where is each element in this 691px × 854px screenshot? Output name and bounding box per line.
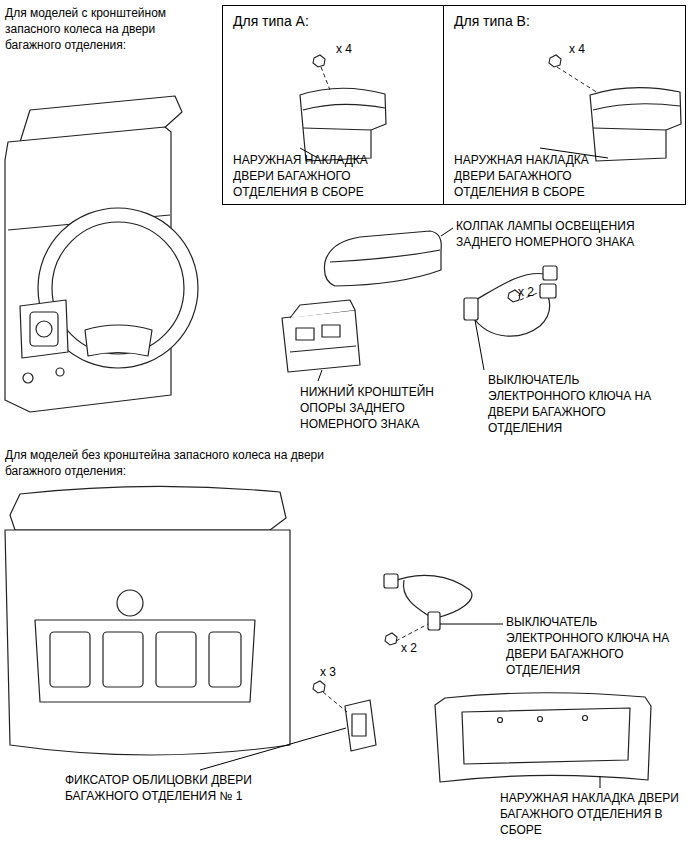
part-name: ФИКСАТОР ОБЛИЦОВКИ ДВЕРИ БАГАЖНОГО ОТДЕЛ… [65, 772, 305, 804]
lamp-cap [324, 231, 441, 286]
wire-harness [472, 296, 550, 336]
quantity: x 2 [518, 284, 558, 300]
quantity: x 2 [401, 640, 441, 656]
part-name: ВЫКЛЮЧАТЕЛЬ ЭЛЕКТРОННОГО КЛЮЧА НА ДВЕРИ … [488, 372, 663, 436]
part-name: КОЛПАК ЛАМПЫ ОСВЕЩЕНИЯ ЗАДНЕГО НОМЕРНОГО… [456, 218, 684, 250]
type-heading: Для типа B: [454, 12, 654, 31]
outer-garnish [435, 693, 651, 782]
part-name: НАРУЖНАЯ НАКЛАДКА ДВЕРИ БАГАЖНОГО ОТДЕЛЕ… [454, 152, 624, 200]
part-name: НАРУЖНАЯ НАКЛАДКА ДВЕРИ БАГАЖНОГО ОТДЕЛЕ… [233, 152, 403, 200]
part-name: НИЖНИЙ КРОНШТЕЙН ОПОРЫ ЗАДНЕГО НОМЕРНОГО… [300, 384, 460, 432]
part-name: ВЫКЛЮЧАТЕЛЬ ЭЛЕКТРОННОГО КЛЮЧА НА ДВЕРИ … [506, 614, 684, 678]
garnish-a [300, 88, 386, 161]
section-heading: Для моделей с кронштейном запасного коле… [5, 5, 210, 53]
trim-fastener [345, 700, 376, 751]
type-panel: Для типа B: x 4 НАРУЖНАЯ НАКЛАДКА ДВЕРИ БА… [443, 5, 686, 205]
part-name: НАРУЖНАЯ НАКЛАДКА ДВЕРИ БАГАЖНОГО ОТДЕЛЕ… [500, 790, 684, 838]
garnish-b [590, 88, 681, 161]
lower-bracket [282, 310, 360, 372]
section-heading: Для моделей без кронштейна запасного кол… [5, 447, 335, 479]
type-panel: Для типа A: x 4 НАРУЖНАЯ НАКЛАДКА ДВЕРИ БА… [222, 5, 444, 205]
quantity: x 4 [336, 41, 396, 57]
back-door [5, 530, 290, 755]
quantity: x 4 [569, 41, 629, 57]
quantity: x 3 [320, 664, 360, 680]
type-heading: Для типа A: [233, 12, 433, 31]
door-spoiler [10, 486, 286, 530]
